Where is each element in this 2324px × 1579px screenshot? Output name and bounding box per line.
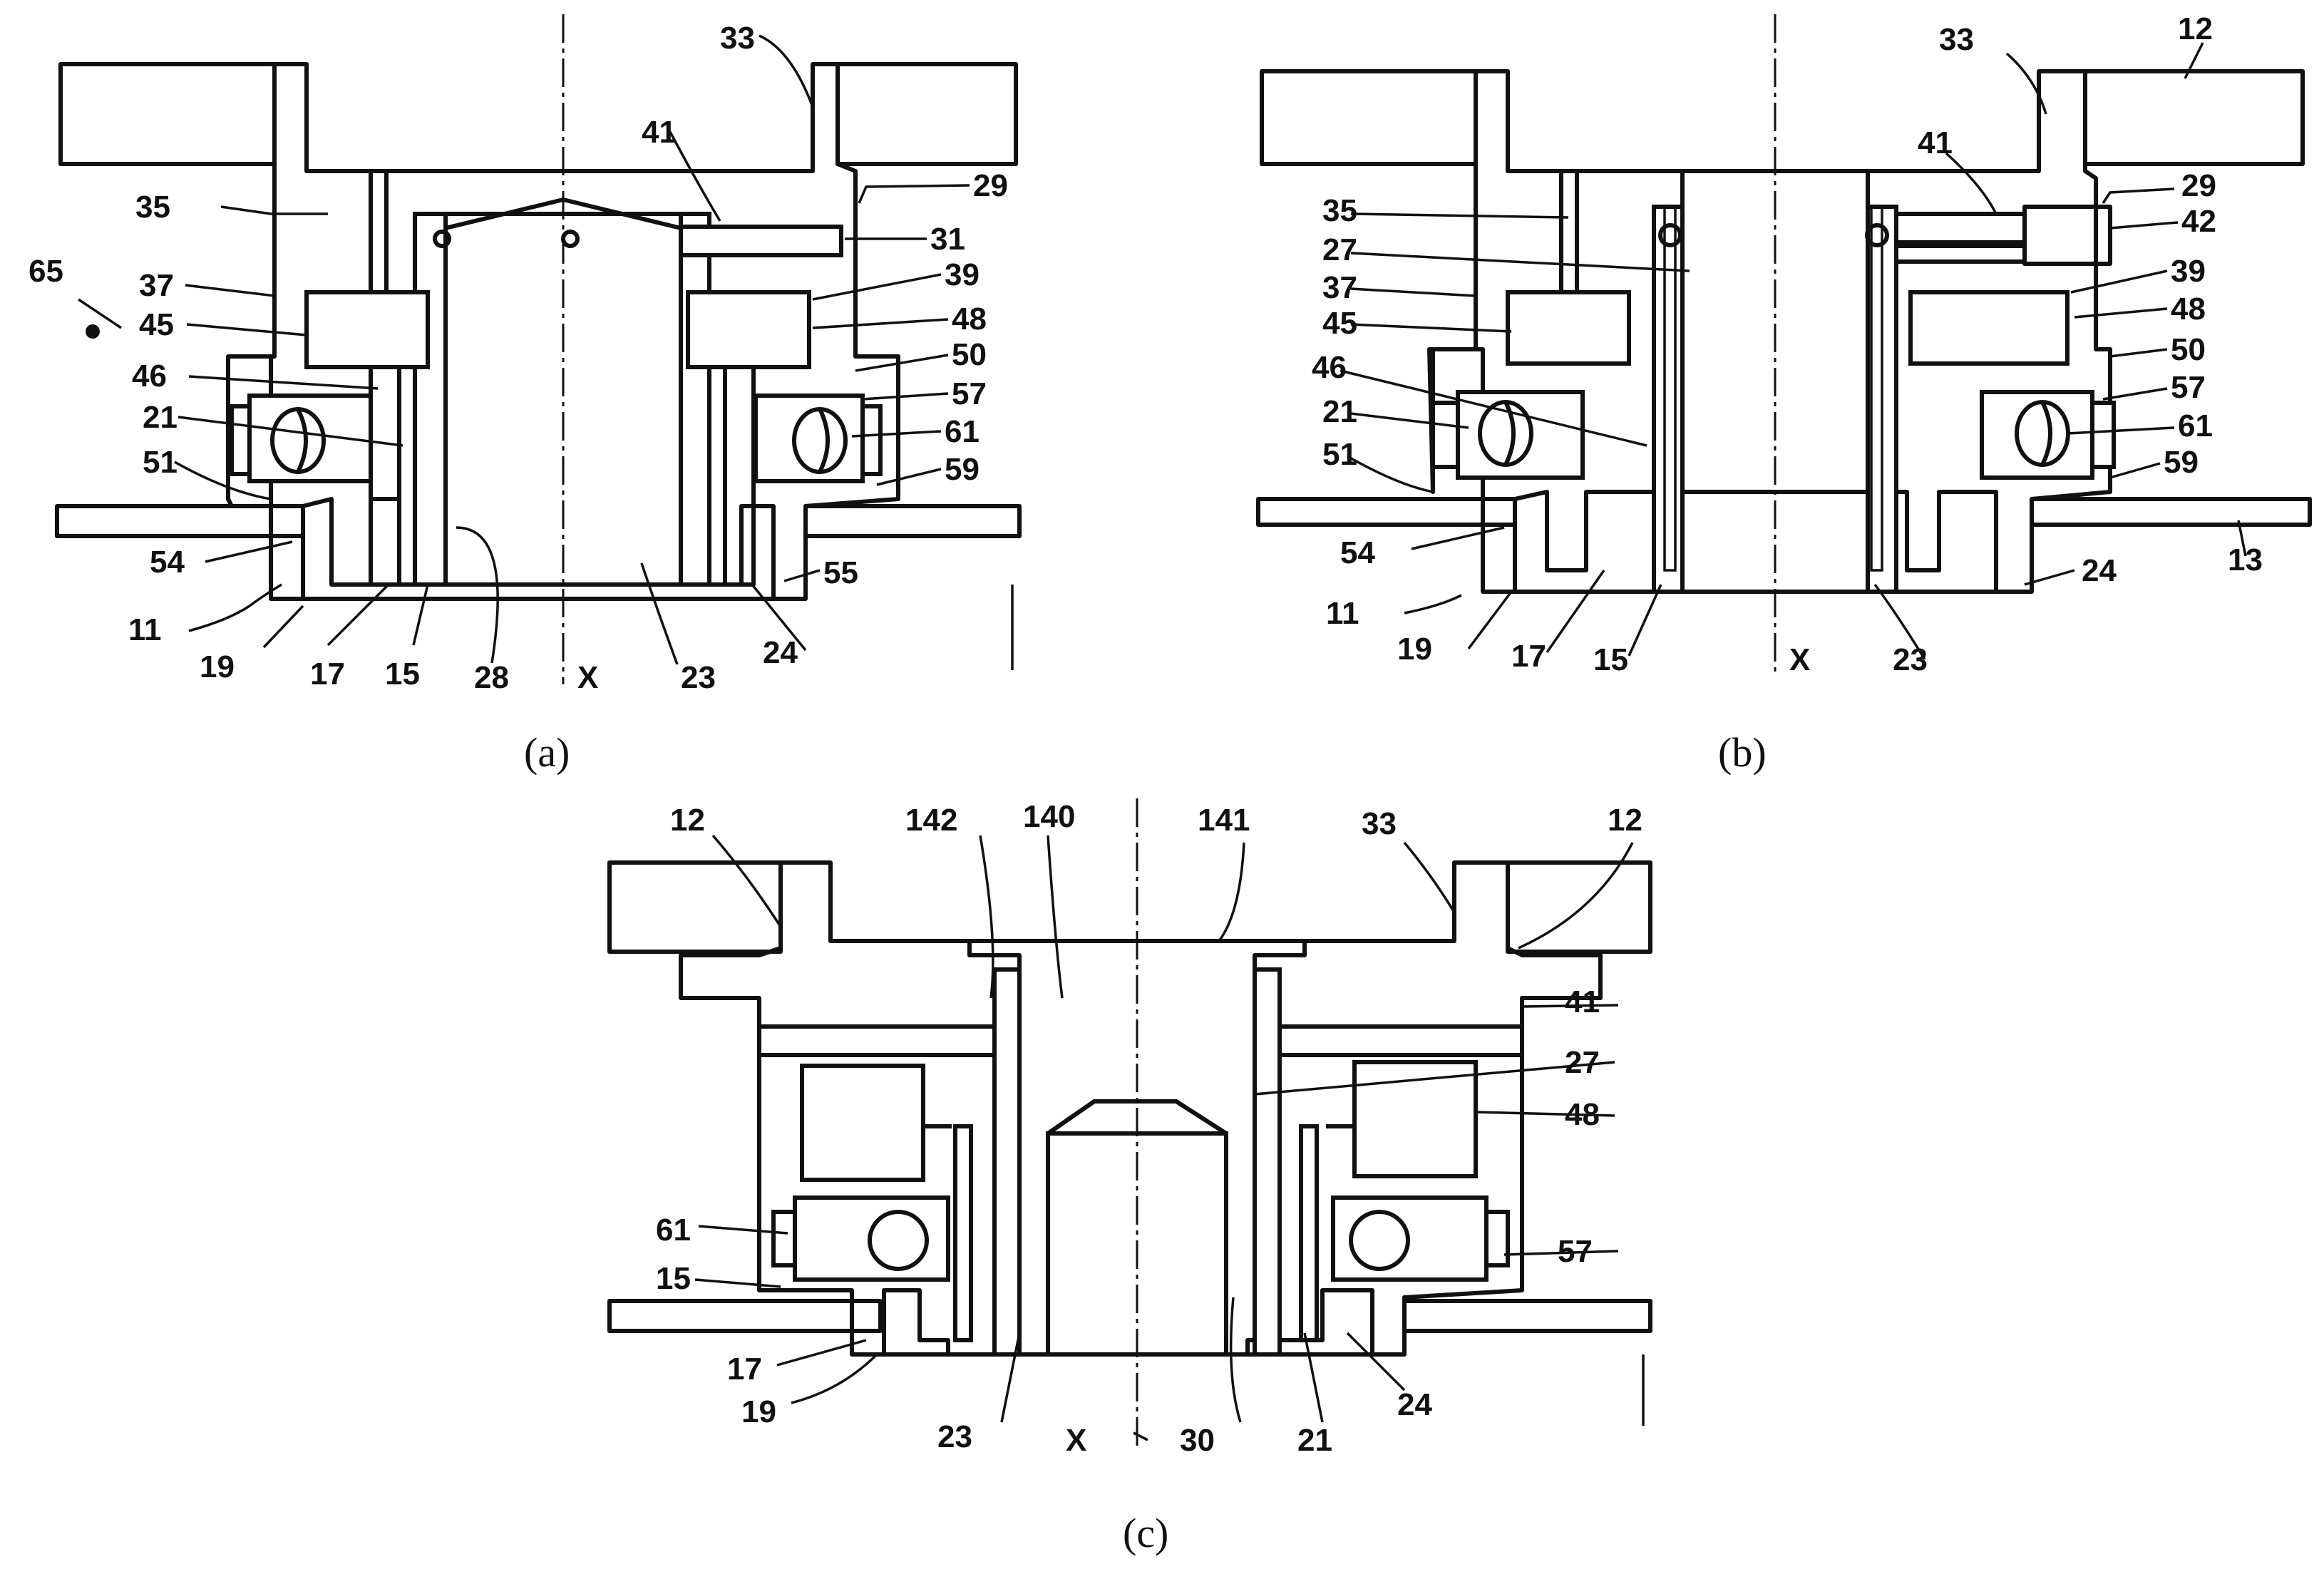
label-33: 33 xyxy=(720,21,755,56)
label-23: 23 xyxy=(681,660,716,695)
label-b-27: 27 xyxy=(1322,232,1357,267)
label-59: 59 xyxy=(945,452,980,487)
label-c-15: 15 xyxy=(656,1261,691,1296)
label-c-12-right: 12 xyxy=(1608,803,1642,838)
label-21: 21 xyxy=(143,400,178,435)
label-35: 35 xyxy=(135,190,170,225)
label-b-48: 48 xyxy=(2171,292,2206,326)
label-c-57: 57 xyxy=(1558,1234,1593,1269)
label-c-12-left: 12 xyxy=(670,803,705,838)
label-c-19: 19 xyxy=(741,1394,776,1429)
label-c-48: 48 xyxy=(1565,1097,1600,1132)
label-b-17: 17 xyxy=(1511,639,1546,674)
caption-a: (a) xyxy=(524,729,570,776)
label-b-24: 24 xyxy=(2082,553,2117,588)
label-b-54: 54 xyxy=(1340,535,1375,570)
label-c-30: 30 xyxy=(1180,1423,1215,1458)
label-b-33: 33 xyxy=(1939,22,1974,57)
label-45: 45 xyxy=(139,307,174,342)
label-51: 51 xyxy=(143,445,178,480)
label-b-46: 46 xyxy=(1312,350,1347,385)
label-41: 41 xyxy=(642,115,677,150)
caption-b: (b) xyxy=(1718,729,1767,776)
label-b-12: 12 xyxy=(2178,11,2213,46)
label-b-59: 59 xyxy=(2164,445,2199,480)
label-b-51: 51 xyxy=(1322,437,1357,472)
label-c-21: 21 xyxy=(1297,1423,1332,1458)
label-c-x-axis: X xyxy=(1066,1423,1086,1458)
panel-a-diagram: 33 41 29 35 31 65 37 39 45 48 46 50 57 2… xyxy=(29,14,1022,695)
label-46: 46 xyxy=(132,359,167,394)
label-c-142: 142 xyxy=(905,803,957,838)
label-c-24: 24 xyxy=(1397,1387,1432,1422)
label-c-140: 140 xyxy=(1023,799,1075,834)
label-48: 48 xyxy=(952,302,987,336)
label-61: 61 xyxy=(945,414,980,449)
label-c-23: 23 xyxy=(937,1419,972,1454)
label-b-19: 19 xyxy=(1397,632,1432,667)
label-b-x-axis: X xyxy=(1789,642,1810,677)
label-b-42: 42 xyxy=(2181,204,2216,239)
label-b-35: 35 xyxy=(1322,193,1357,228)
panel-b-diagram: 33 12 41 29 35 27 42 37 39 45 48 46 50 5… xyxy=(1256,11,2312,677)
label-b-11: 11 xyxy=(1326,596,1359,631)
label-c-61: 61 xyxy=(656,1213,691,1248)
label-50: 50 xyxy=(952,337,987,372)
label-39: 39 xyxy=(945,257,980,292)
label-b-45: 45 xyxy=(1322,306,1357,341)
label-31: 31 xyxy=(930,222,965,257)
label-b-37: 37 xyxy=(1322,270,1357,305)
label-55: 55 xyxy=(823,555,858,590)
label-57: 57 xyxy=(952,376,987,411)
label-c-17: 17 xyxy=(727,1352,762,1387)
label-65: 65 xyxy=(29,254,63,289)
label-b-29: 29 xyxy=(2181,168,2216,203)
label-b-21: 21 xyxy=(1322,394,1357,429)
label-29: 29 xyxy=(973,168,1008,203)
label-24: 24 xyxy=(763,635,798,670)
label-28: 28 xyxy=(474,660,509,695)
label-c-41: 41 xyxy=(1565,984,1600,1019)
caption-c: (c) xyxy=(1123,1510,1168,1556)
label-11: 11 xyxy=(128,612,162,647)
label-b-61: 61 xyxy=(2178,408,2213,443)
label-b-57: 57 xyxy=(2171,370,2206,405)
label-19: 19 xyxy=(200,649,235,684)
label-b-50: 50 xyxy=(2171,332,2206,367)
point-65-marker xyxy=(86,324,100,339)
label-x-axis: X xyxy=(577,660,598,695)
label-b-15: 15 xyxy=(1593,642,1628,677)
label-b-23: 23 xyxy=(1893,642,1928,677)
label-b-39: 39 xyxy=(2171,254,2206,289)
label-b-13: 13 xyxy=(2228,542,2263,577)
panel-c-diagram: 12 142 140 141 33 12 41 27 48 61 57 15 1… xyxy=(607,798,1652,1458)
label-15: 15 xyxy=(385,657,420,691)
label-54: 54 xyxy=(150,545,185,580)
label-37: 37 xyxy=(139,268,174,303)
label-c-33: 33 xyxy=(1362,806,1397,841)
label-17: 17 xyxy=(310,657,345,691)
label-c-141: 141 xyxy=(1198,803,1250,838)
label-c-27: 27 xyxy=(1565,1045,1600,1080)
label-b-41: 41 xyxy=(1918,125,1953,160)
